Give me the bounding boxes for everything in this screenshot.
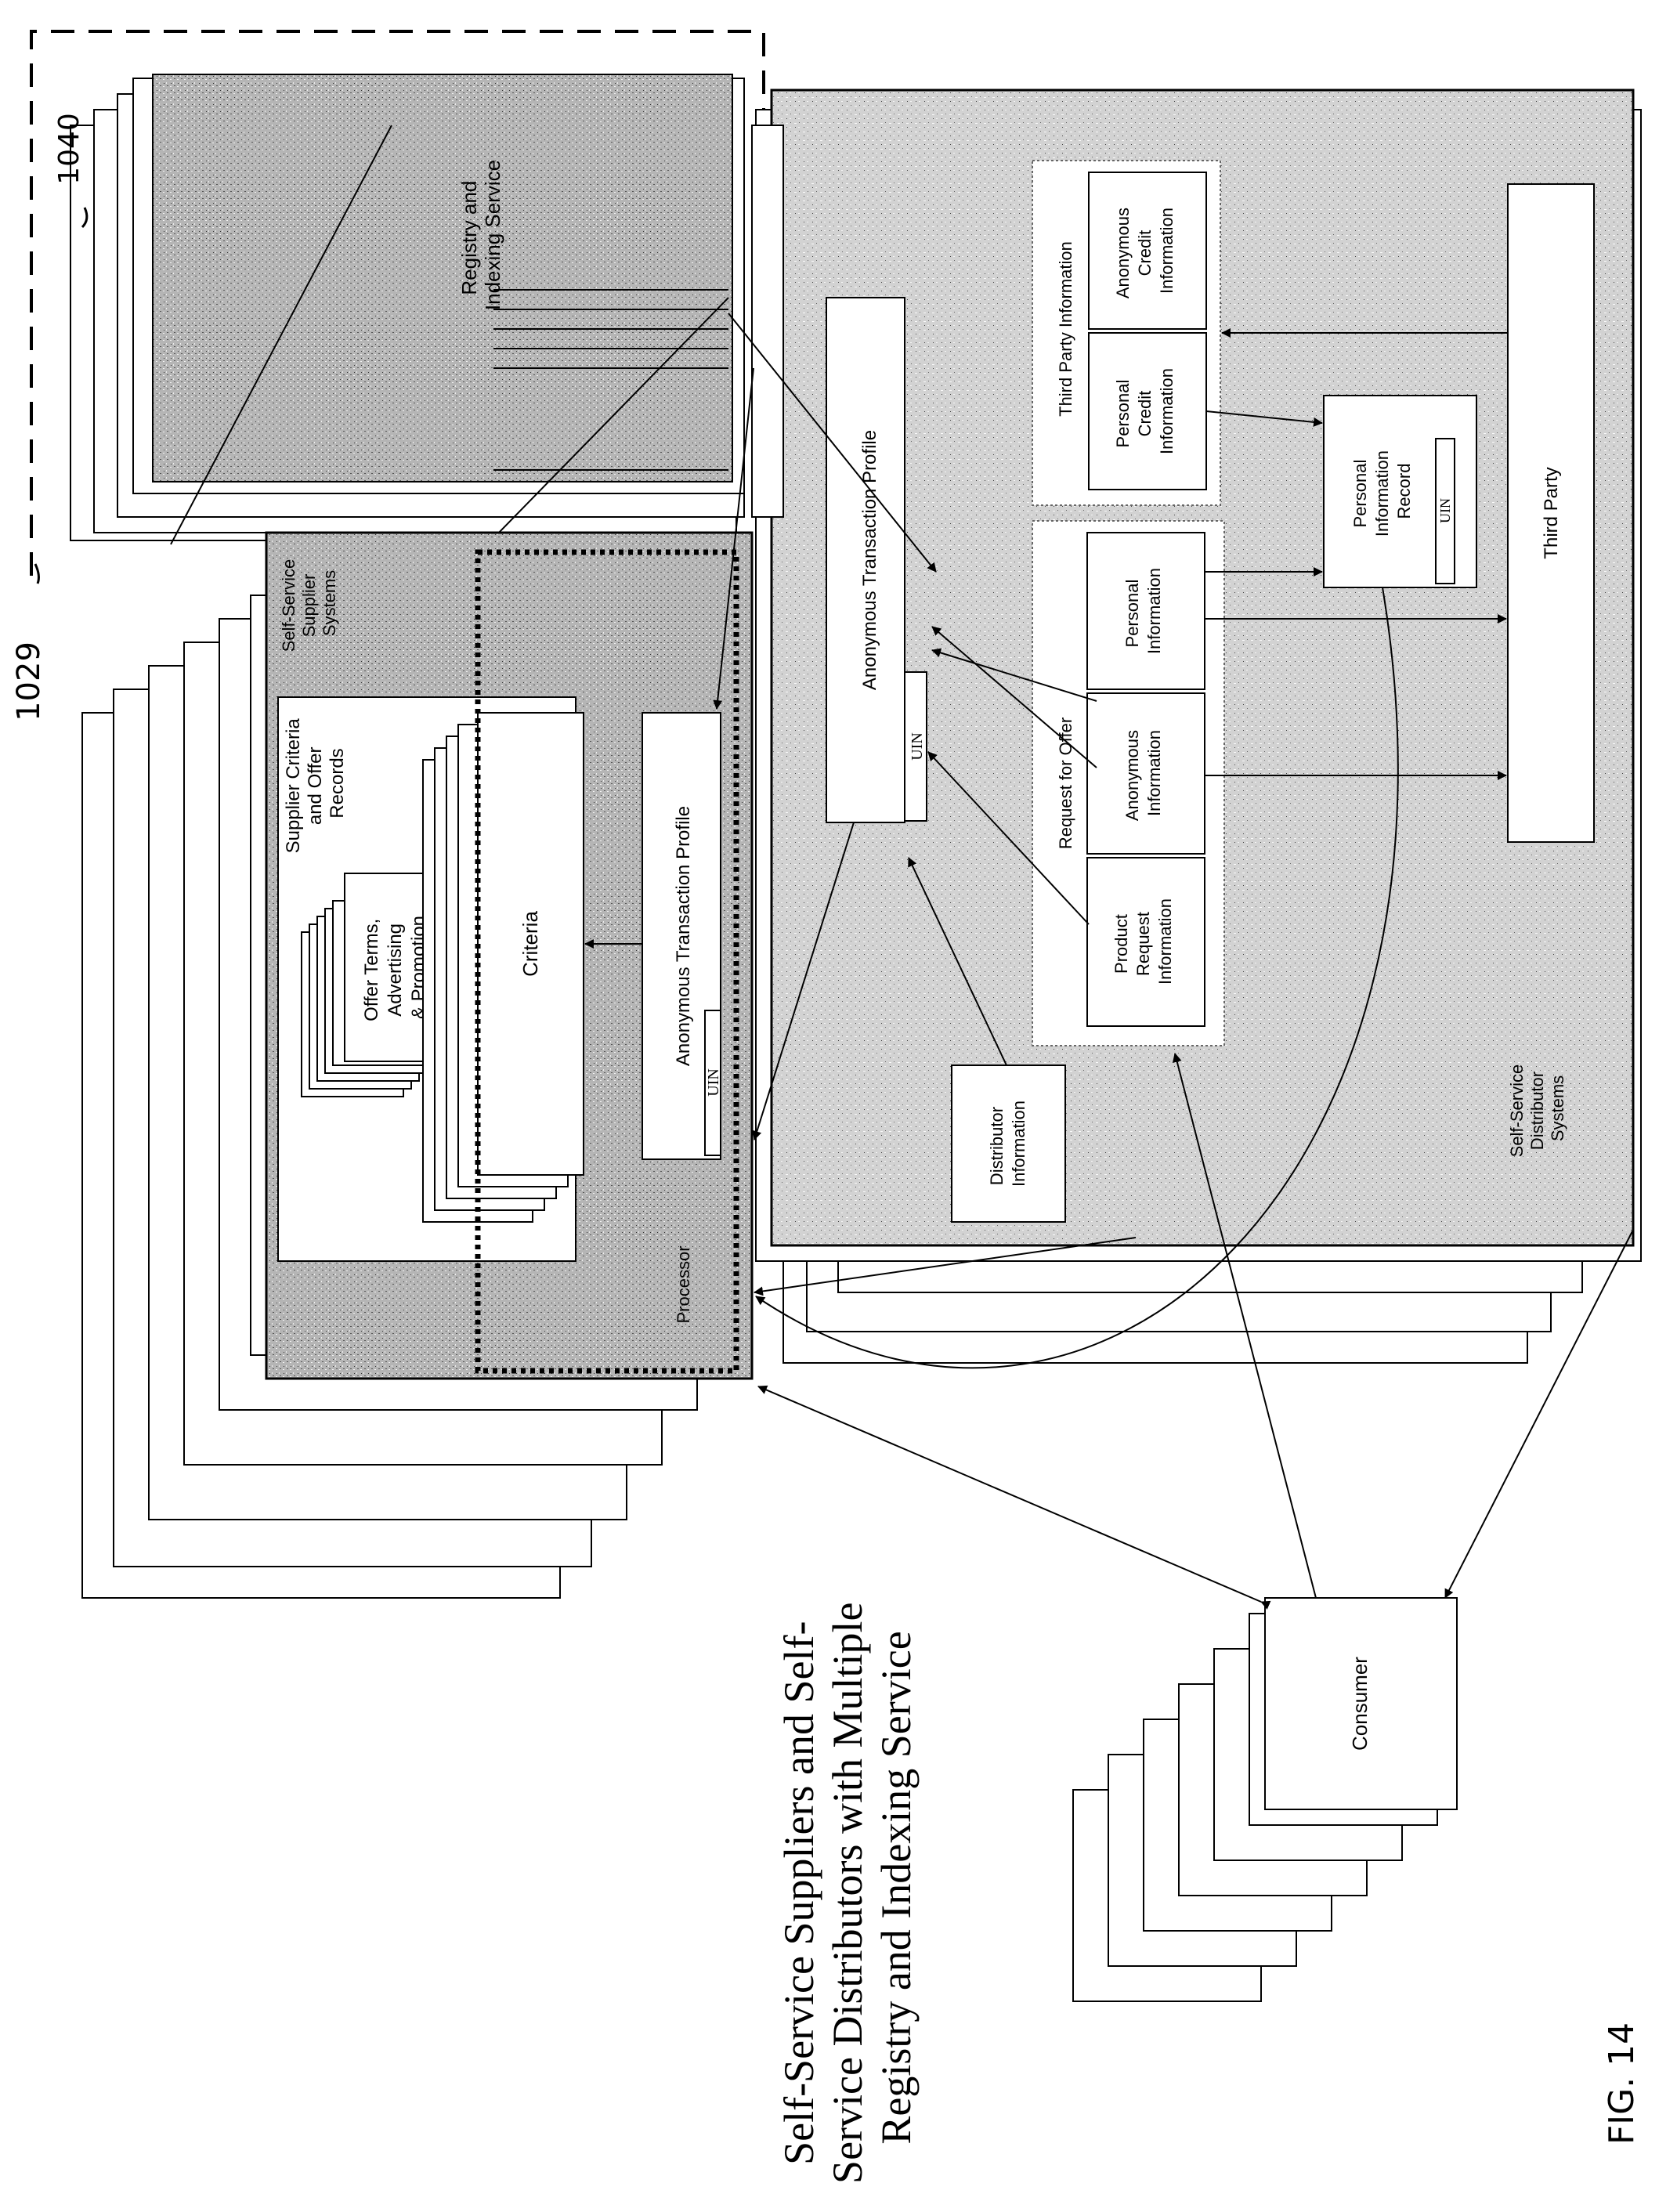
offer-terms-label: Offer Terms, Advertising & Promotion — [361, 913, 429, 1021]
supplier-uin-label: UIN — [705, 1068, 722, 1097]
third-party-info-label: Third Party Information — [1056, 241, 1075, 417]
request-for-offer-label: Request for Offer — [1056, 717, 1075, 849]
pir-uin-label: UIN — [1437, 498, 1453, 523]
processor-label: Processor — [674, 1245, 693, 1323]
distributor-uin-label: UIN — [909, 732, 926, 761]
figure-number: FIG. 14 — [1602, 2022, 1642, 2145]
ref-1040: 1040 — [53, 113, 85, 185]
figure-title: Self-Service Suppliers and Self- Service… — [775, 1592, 920, 2184]
supplier-atp-label: Anonymous Transaction Profile — [673, 806, 694, 1066]
third-party-label: Third Party — [1541, 467, 1562, 558]
consumer-label: Consumer — [1348, 1657, 1372, 1751]
criteria-label: Criteria — [519, 911, 542, 977]
ref-1029: 1029 — [11, 642, 47, 721]
product-request-label: Product Request Information — [1111, 898, 1175, 985]
ref-1029-leader — [35, 564, 38, 584]
distributor-atp-label: Anonymous Transaction Profile — [859, 430, 880, 690]
registry-label: Registry and Indexing Service — [457, 160, 504, 310]
registry-and-indexing-service — [153, 74, 732, 482]
